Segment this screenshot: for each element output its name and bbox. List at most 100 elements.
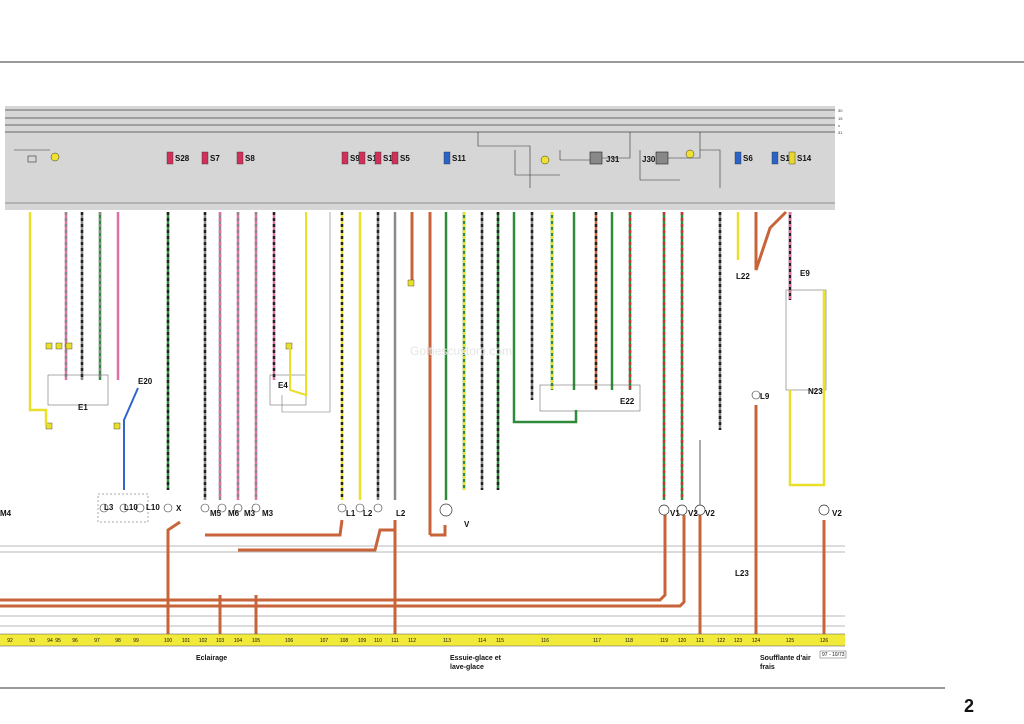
circuit-number: 103 <box>216 638 225 644</box>
component-label: M3 <box>244 509 256 518</box>
fuse-label: S12 <box>780 154 795 163</box>
fuse <box>201 151 209 165</box>
circuit-number: 117 <box>593 638 601 644</box>
circuit-number-strip <box>0 634 845 646</box>
section-label-lighting: Eclairage <box>196 655 227 662</box>
relay-left <box>14 149 60 163</box>
component-label: L23 <box>735 569 749 578</box>
component-label: L22 <box>736 272 750 281</box>
circuit-number: 100 <box>164 638 173 644</box>
strip-code-box <box>819 650 847 659</box>
fuse-label: S9 <box>350 154 360 163</box>
component-label: X <box>176 504 182 513</box>
component-label: V2 <box>688 509 698 518</box>
circuit-number: 121 <box>696 638 705 644</box>
section-label-wipers: Essuie-glace et <box>450 655 502 662</box>
circuit-number: 93 <box>29 638 35 644</box>
circuit-number: 95 <box>55 638 61 644</box>
fuse <box>166 151 174 165</box>
circuit-number: 106 <box>285 638 294 644</box>
circuit-number: 119 <box>660 638 668 644</box>
fuse <box>341 151 349 165</box>
circuit-number: 107 <box>320 638 329 644</box>
circuit-number: 122 <box>717 638 726 644</box>
circuit-number: 115 <box>496 638 504 644</box>
fuse <box>391 151 399 165</box>
circuit-number: 94 <box>47 638 53 644</box>
fuse-label: S6 <box>743 154 753 163</box>
circuit-number: 102 <box>199 638 208 644</box>
circuit-number: 123 <box>734 638 743 644</box>
circuit-number: 108 <box>340 638 349 644</box>
fuse-label: S7 <box>210 154 220 163</box>
bus-lines <box>5 109 835 204</box>
relay-label: J31 <box>606 155 620 164</box>
circuit-number: 114 <box>478 638 486 644</box>
fuse-label: S5 <box>400 154 410 163</box>
circuit-number: 101 <box>182 638 191 644</box>
brown-return-wires <box>0 210 826 635</box>
component-label: E1 <box>78 403 88 412</box>
component-label: V2 <box>832 509 842 518</box>
bus-label: 30 <box>838 108 843 113</box>
fuse-label: S14 <box>797 154 812 163</box>
fuse-relay-panel <box>5 106 835 210</box>
circuit-number: 109 <box>358 638 367 644</box>
circuit-number: 126 <box>820 638 829 644</box>
fuse <box>374 151 382 165</box>
component-label: E4 <box>278 381 288 390</box>
circuit-number: 116 <box>541 638 549 644</box>
fuse <box>788 151 796 165</box>
component-label: M4 <box>0 509 12 518</box>
fuse-label: S11 <box>452 154 466 163</box>
circuit-number: 99 <box>133 638 139 644</box>
component-label: V1 <box>670 509 680 518</box>
circuit-number: 97 <box>94 638 100 644</box>
component-label: L10 <box>124 503 138 512</box>
fuse-label: S10 <box>367 154 382 163</box>
component-label: E20 <box>138 377 153 386</box>
ground-lines <box>0 545 845 627</box>
bus-label: x <box>838 123 840 128</box>
component-label: L3 <box>104 503 114 512</box>
bus-labels: 30 15 x 31 <box>838 108 843 135</box>
fuse-label: S8 <box>245 154 255 163</box>
component-label: N23 <box>808 387 823 396</box>
fuse <box>236 151 244 165</box>
section-label-blower: Soufflante d'air <box>760 655 811 662</box>
fuse-label: S10 <box>383 154 398 163</box>
component-label: L10 <box>146 503 160 512</box>
circuit-number: 113 <box>443 638 451 644</box>
component-label: L1 <box>346 509 356 518</box>
circuit-number: 105 <box>252 638 261 644</box>
circuit-number: 96 <box>72 638 78 644</box>
relay-j31-box <box>589 151 603 165</box>
page-number: 2 <box>964 696 974 716</box>
wire-group <box>64 212 792 500</box>
circuit-number: 124 <box>752 638 761 644</box>
component-label: E9 <box>800 269 810 278</box>
component-label: M6 <box>228 509 240 518</box>
circuit-number: 125 <box>786 638 795 644</box>
component-label: E22 <box>620 397 635 406</box>
circuit-number: 92 <box>7 638 13 644</box>
fuse <box>358 151 366 165</box>
bus-label: 15 <box>838 116 843 121</box>
component-label: L2 <box>363 509 373 518</box>
fuse <box>443 151 451 165</box>
fuse-label: S28 <box>175 154 190 163</box>
component-label: V <box>464 520 470 529</box>
circuit-number: 118 <box>625 638 633 644</box>
fuse <box>771 151 779 165</box>
section-label-wipers: lave-glace <box>450 664 484 671</box>
watermark: Goltiescustom.com <box>410 344 512 358</box>
circuit-number: 98 <box>115 638 121 644</box>
relay-wiring <box>477 132 721 188</box>
circuit-number: 111 <box>391 638 399 644</box>
relay-j30-box <box>655 151 669 165</box>
relay-indicator <box>540 155 550 165</box>
